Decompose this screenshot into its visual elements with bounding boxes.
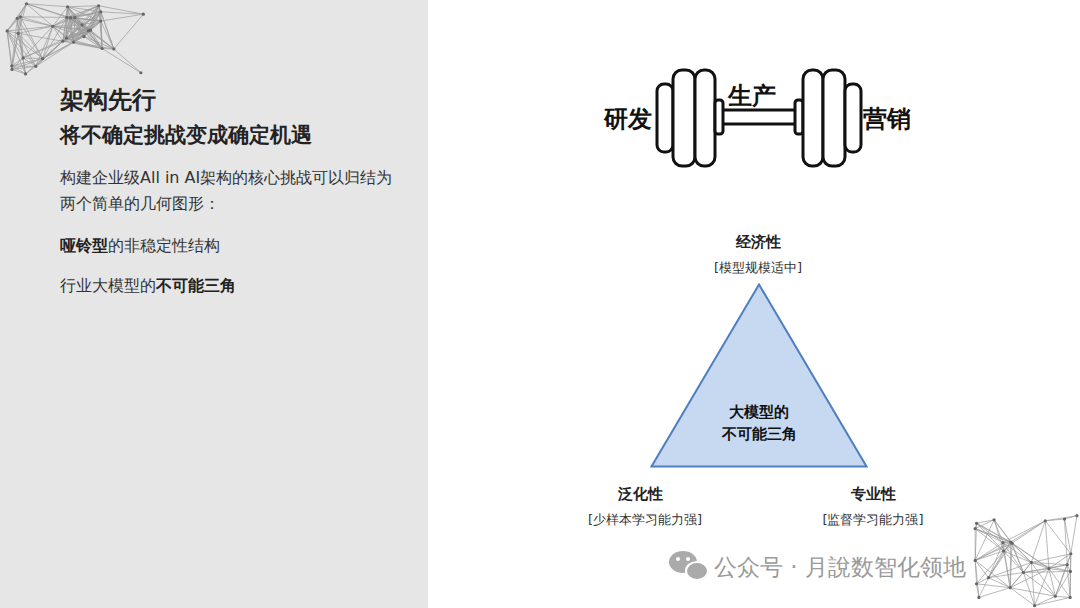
- page-title: 架构先行: [60, 84, 156, 116]
- body-text: 构建企业级All in AI架构的核心挑战可以归结为两个简单的几何图形：: [60, 165, 400, 217]
- vertex-label: 专业性: [851, 482, 896, 507]
- watermark: 公众号 · 月說数智化领地: [714, 551, 966, 584]
- node-text: 大模型的 不可能三角: [716, 283, 802, 445]
- part-label: 生产: [728, 79, 776, 113]
- text-run: 行业大模型的: [60, 273, 156, 299]
- bold-run: 哑铃型: [60, 233, 108, 259]
- part-label: 研发: [604, 102, 652, 136]
- network-decoration: [6, 2, 1079, 607]
- subtitle: 将不确定挑战变成确定机遇: [60, 120, 312, 151]
- vertex-label: 泛化性: [618, 482, 663, 507]
- vertex-note: [少样本学习能力强]: [588, 508, 702, 531]
- vertex-label: 经济性: [736, 230, 781, 255]
- left-panel: [0, 0, 428, 608]
- vertex-note: [监督学习能力强]: [822, 508, 923, 531]
- triangle-node: 大模型的 不可能三角: [650, 283, 868, 468]
- wechat-icon: [669, 551, 708, 580]
- bold-run: 不可能三角: [156, 273, 236, 299]
- text-run: 的非稳定性结构: [108, 233, 220, 259]
- part-label: 营销: [863, 102, 911, 136]
- vertex-note: [模型规模适中]: [714, 256, 802, 279]
- dumbbell-illustration: [657, 70, 861, 166]
